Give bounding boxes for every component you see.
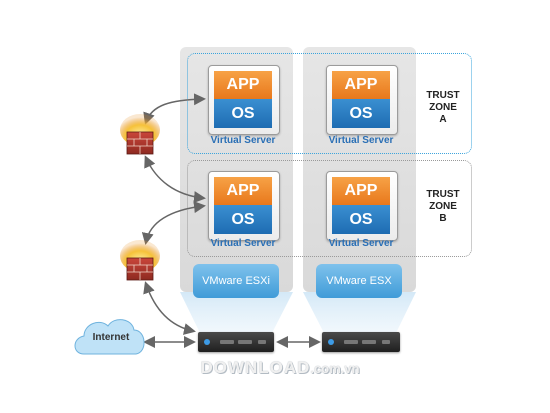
trust-zone-a-line-2: ZONE bbox=[429, 102, 457, 113]
server-icon bbox=[322, 332, 400, 352]
virtual-server-a1: APP OS bbox=[208, 65, 280, 135]
os-block: OS bbox=[332, 99, 390, 128]
trust-zone-b-line-2: ZONE bbox=[429, 201, 457, 212]
watermark: DOWNLOAD.com.vn bbox=[180, 358, 380, 378]
os-block: OS bbox=[214, 99, 272, 128]
projection-left bbox=[180, 292, 293, 333]
virtual-server-label: Virtual Server bbox=[210, 135, 276, 146]
trust-zone-b-label: TRUST ZONE B bbox=[418, 189, 468, 225]
os-block: OS bbox=[214, 205, 272, 234]
double-arrow-icon bbox=[141, 201, 206, 245]
app-block: APP bbox=[214, 71, 272, 99]
internet-label: Internet bbox=[92, 332, 130, 343]
trust-zone-b-line-1: TRUST bbox=[426, 189, 460, 200]
virtual-server-label: Virtual Server bbox=[328, 135, 394, 146]
projection-right bbox=[303, 292, 416, 333]
virtual-server-label: Virtual Server bbox=[328, 238, 394, 249]
os-block: OS bbox=[332, 205, 390, 234]
watermark-main: DOWNLOAD bbox=[200, 358, 311, 377]
double-arrow-icon bbox=[143, 93, 206, 125]
watermark-suffix: .com.vn bbox=[310, 361, 360, 376]
server-icon bbox=[198, 332, 274, 352]
virtual-server-label: Virtual Server bbox=[210, 238, 276, 249]
trust-zone-a-label: TRUST ZONE A bbox=[418, 90, 468, 126]
app-block: APP bbox=[332, 177, 390, 205]
firewall-icon bbox=[120, 114, 160, 155]
virtual-server-a2: APP OS bbox=[326, 65, 398, 135]
app-block: APP bbox=[214, 177, 272, 205]
trust-zone-a-line-1: TRUST bbox=[426, 90, 460, 101]
virtual-server-b1: APP OS bbox=[208, 171, 280, 241]
virtual-server-b2: APP OS bbox=[326, 171, 398, 241]
trust-zone-b-line-3: B bbox=[439, 213, 447, 224]
firewall-icon bbox=[120, 240, 160, 281]
trust-zone-a-line-3: A bbox=[439, 114, 447, 125]
double-arrow-icon bbox=[144, 155, 206, 204]
hypervisor-esxi: VMware ESXi bbox=[193, 264, 279, 298]
cloud-icon bbox=[74, 319, 145, 355]
double-arrow-icon bbox=[143, 281, 196, 335]
hypervisor-esx: VMware ESX bbox=[316, 264, 402, 298]
app-block: APP bbox=[332, 71, 390, 99]
